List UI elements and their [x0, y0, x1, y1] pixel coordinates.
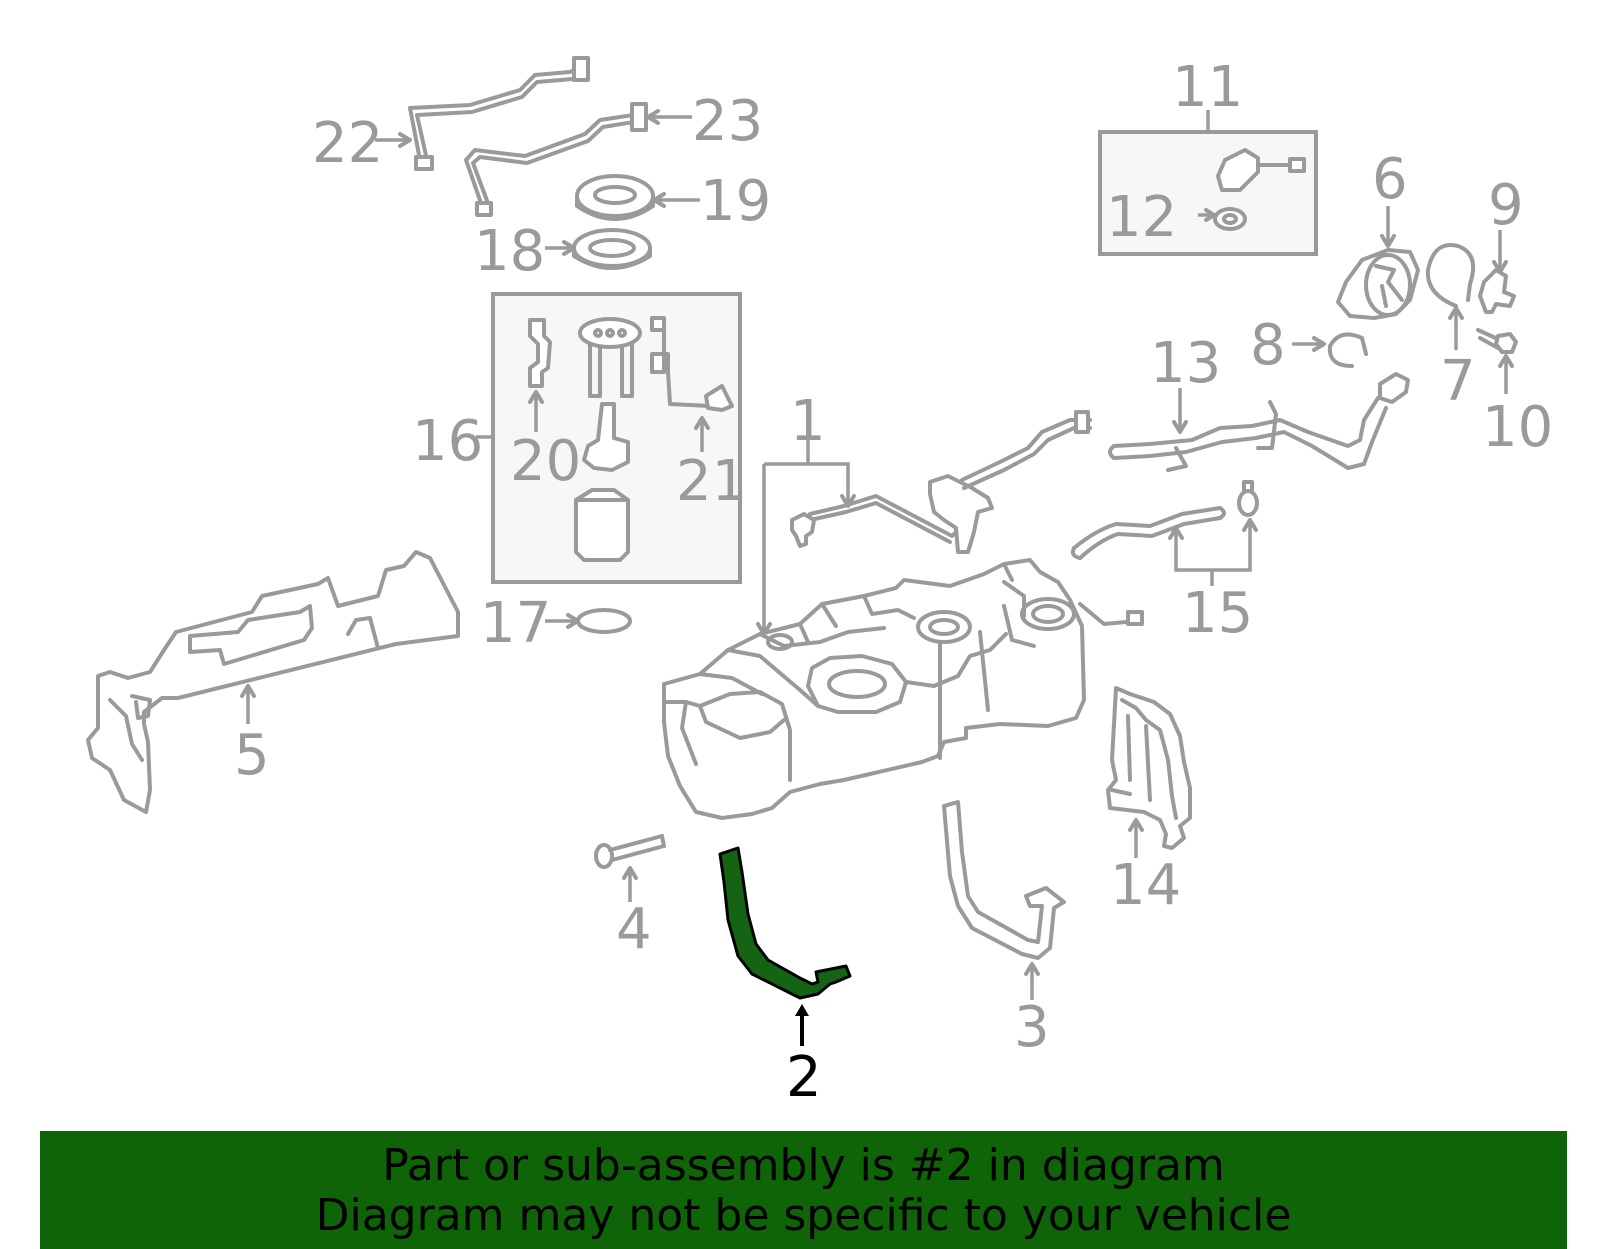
callout-18[interactable]: 18 — [474, 219, 545, 284]
callout-16[interactable]: 16 — [412, 409, 483, 474]
tank-seal-part[interactable] — [572, 228, 652, 270]
callout-22[interactable]: 22 — [312, 111, 383, 176]
banner-line-disclaimer: Diagram may not be specific to your vehi… — [315, 1190, 1292, 1241]
callout-9[interactable]: 9 — [1488, 173, 1524, 238]
vent-valve-part[interactable] — [790, 410, 1092, 554]
callout-2[interactable]: 2 — [786, 1045, 822, 1110]
callout-3[interactable]: 3 — [1014, 995, 1050, 1060]
callout-17[interactable]: 17 — [480, 591, 551, 656]
hose-clamp-part[interactable] — [1237, 480, 1259, 517]
callout-21[interactable]: 21 — [676, 449, 747, 514]
pump-bracket-20-part[interactable] — [528, 318, 552, 388]
fuel-pump-part[interactable] — [582, 402, 630, 472]
tank-strap-3-part[interactable] — [942, 800, 1066, 960]
callout-10[interactable]: 10 — [1482, 395, 1553, 460]
tank-hose-clip-part[interactable] — [1126, 610, 1144, 626]
callout-7[interactable]: 7 — [1440, 349, 1476, 414]
fuel-line-23-part[interactable] — [464, 102, 648, 217]
callout-12[interactable]: 12 — [1106, 185, 1177, 250]
bolt-4-part[interactable] — [594, 834, 666, 869]
cap-gasket-part[interactable] — [1213, 207, 1247, 231]
callout-15[interactable]: 15 — [1182, 581, 1253, 646]
callout-19[interactable]: 19 — [700, 169, 771, 234]
door-seal-part[interactable] — [1425, 243, 1475, 308]
door-hinge-part[interactable] — [1478, 268, 1516, 314]
fuel-door-housing-part[interactable] — [1336, 248, 1420, 320]
fuel-tank-part[interactable] — [662, 558, 1086, 820]
clip-8-part[interactable] — [1327, 332, 1368, 368]
fuel-line-22-part[interactable] — [408, 56, 590, 171]
callout-11[interactable]: 11 — [1172, 55, 1243, 120]
callout-20[interactable]: 20 — [510, 429, 581, 494]
group-box-11 — [1098, 130, 1318, 256]
info-banner: Part or sub-assembly is #2 in diagram Di… — [40, 1131, 1567, 1249]
filler-pipe-part[interactable] — [1108, 372, 1410, 472]
callout-4[interactable]: 4 — [616, 897, 652, 962]
heat-shield-part[interactable] — [86, 550, 460, 814]
o-ring-part[interactable] — [576, 608, 632, 634]
bolt-10-part[interactable] — [1476, 328, 1518, 354]
splash-shield-part[interactable] — [1106, 686, 1192, 850]
callout-13[interactable]: 13 — [1150, 331, 1221, 396]
callout-1[interactable]: 1 — [790, 389, 826, 454]
callout-8[interactable]: 8 — [1250, 313, 1286, 378]
pump-flange-part[interactable] — [578, 317, 642, 398]
fuel-hose-part[interactable] — [1070, 506, 1226, 560]
banner-line-part-number: Part or sub-assembly is #2 in diagram — [382, 1140, 1225, 1191]
callout-6[interactable]: 6 — [1372, 147, 1408, 212]
level-sender-21-part[interactable] — [650, 316, 734, 412]
tank-strap-2-part[interactable] — [718, 846, 852, 1000]
callout-5[interactable]: 5 — [234, 723, 270, 788]
callout-14[interactable]: 14 — [1110, 853, 1181, 918]
pump-reservoir-part[interactable] — [574, 488, 630, 562]
fuel-cap-part[interactable] — [1216, 148, 1306, 192]
callout-23[interactable]: 23 — [692, 89, 763, 154]
lock-ring-part[interactable] — [575, 174, 655, 221]
